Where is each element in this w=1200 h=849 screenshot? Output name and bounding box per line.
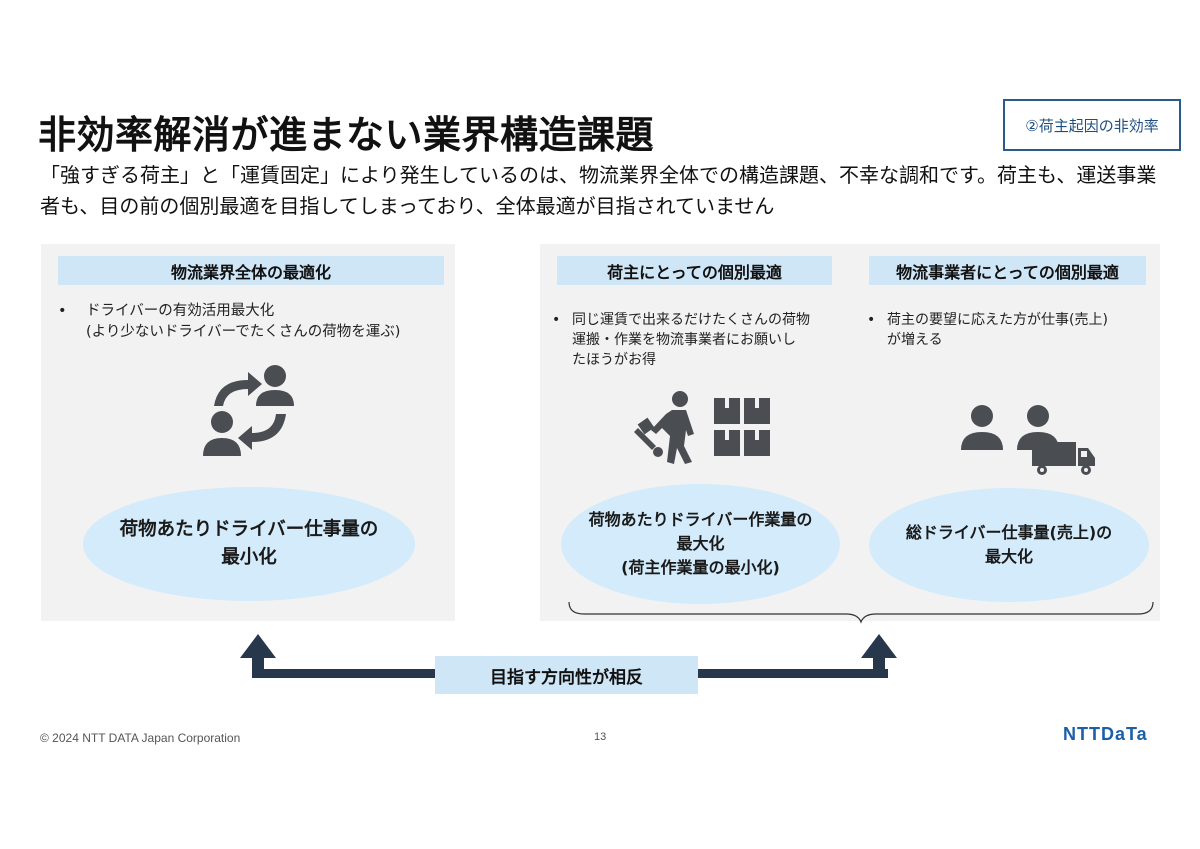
shipper-goal-line1: 荷物あたりドライバー作業量の	[588, 510, 813, 529]
opposing-direction-label: 目指す方向性が相反	[435, 656, 698, 694]
shipper-bullet-line1: 同じ運賃で出来るだけたくさんの荷物	[572, 312, 810, 328]
carrier-goal-line2: 最大化	[984, 547, 1033, 566]
page-number: 13	[594, 731, 607, 743]
shipper-optimization-header: 荷主にとっての個別最適	[557, 256, 832, 285]
carrier-goal-ellipse: 総ドライバー仕事量(売上)の 最大化	[869, 488, 1149, 602]
company-logo: NTTDaTa	[1063, 724, 1148, 744]
page-subtitle: 「強すぎる荷主」と「運賃固定」により発生しているのは、物流業界全体での構造課題、…	[40, 163, 1157, 218]
overall-goal-line1: 荷物あたりドライバー仕事量の	[119, 519, 379, 540]
worker-boxes-icon	[634, 391, 770, 464]
overall-bullet: • ドライバーの有効活用最大化 (より少ないドライバーでたくさんの荷物を運ぶ)	[58, 301, 448, 343]
carrier-optimization-header: 物流事業者にとっての個別最適	[869, 256, 1146, 285]
shipper-goal-line2: 最大化	[676, 534, 725, 553]
carrier-bullet-line2: が増える	[887, 332, 943, 348]
carrier-goal-line1: 総ドライバー仕事量(売上)の	[905, 523, 1113, 542]
shipper-bullet: • 同じ運賃で出来るだけたくさんの荷物 運搬・作業を物流事業者にお願いし たほう…	[552, 310, 842, 370]
page-title: 非効率解消が進まない業界構造課題	[38, 113, 655, 157]
shipper-goal-ellipse: 荷物あたりドライバー作業量の 最大化 (荷主作業量の最小化)	[561, 484, 840, 604]
category-tag: ②荷主起因の非効率	[1003, 99, 1181, 151]
overall-bullet-line1: ドライバーの有効活用最大化	[86, 303, 275, 319]
bullet-marker: •	[58, 303, 67, 319]
overall-optimization-header: 物流業界全体の最適化	[58, 256, 444, 285]
carrier-bullet: • 荷主の要望に応えた方が仕事(売上) が増える	[867, 310, 1157, 350]
overall-goal-ellipse: 荷物あたりドライバー仕事量の 最小化	[83, 487, 415, 601]
people-exchange-icon	[203, 365, 294, 456]
shipper-bullet-line3: たほうがお得	[572, 352, 656, 368]
people-truck-icon	[961, 405, 1095, 475]
overall-bullet-line2: (より少ないドライバーでたくさんの荷物を運ぶ)	[86, 324, 401, 340]
shipper-bullet-line2: 運搬・作業を物流事業者にお願いし	[572, 332, 796, 348]
shipper-goal-line3: (荷主作業量の最小化)	[621, 558, 780, 577]
carrier-bullet-line1: 荷主の要望に応えた方が仕事(売上)	[887, 312, 1108, 328]
bullet-marker: •	[552, 312, 561, 328]
bullet-marker: •	[867, 312, 876, 328]
overall-goal-line2: 最小化	[221, 547, 277, 568]
copyright-notice: © 2024 NTT DATA Japan Corporation	[40, 731, 241, 745]
grouping-bracket	[568, 601, 1154, 624]
